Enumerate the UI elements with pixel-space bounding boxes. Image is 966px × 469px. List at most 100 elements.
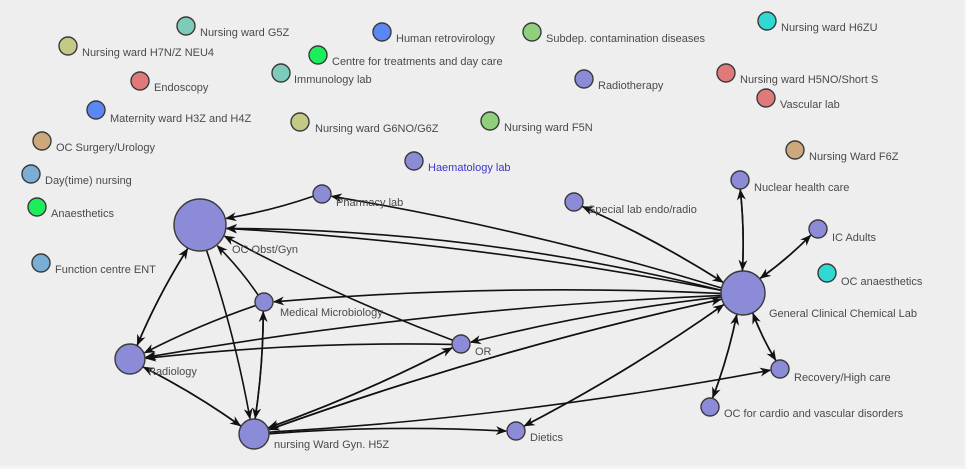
edge-gccl-to-nuclear bbox=[736, 188, 746, 272]
node-label: Nursing Ward F6Z bbox=[809, 151, 899, 163]
node-f6z[interactable]: Nursing Ward F6Z bbox=[785, 140, 899, 163]
node-label: Human retrovirology bbox=[396, 33, 496, 45]
edge-gccl-to-special bbox=[581, 205, 725, 284]
node-label: Radiotherapy bbox=[598, 80, 664, 92]
node-immuno[interactable]: Immunology lab bbox=[271, 63, 372, 86]
edge-obgyn-to-h5z bbox=[205, 249, 253, 420]
edge-h5z-to-micro bbox=[254, 310, 268, 420]
node-label: OC Surgery/Urology bbox=[56, 142, 156, 154]
node-daytime[interactable]: Day(time) nursing bbox=[21, 164, 132, 187]
node-mat[interactable]: Maternity ward H3Z and H4Z bbox=[86, 100, 251, 125]
node-circle[interactable] bbox=[522, 22, 542, 42]
node-circle[interactable] bbox=[21, 164, 41, 184]
node-circle[interactable] bbox=[290, 112, 310, 132]
node-radiother[interactable]: Radiotherapy bbox=[574, 69, 664, 92]
node-micro[interactable]: Medical Microbiology bbox=[254, 292, 383, 319]
node-recovery[interactable]: Recovery/High care bbox=[770, 359, 891, 384]
node-circle[interactable] bbox=[770, 359, 790, 379]
node-circle[interactable] bbox=[700, 397, 720, 417]
node-label: Nursing ward G5Z bbox=[200, 27, 290, 39]
node-circle[interactable] bbox=[27, 197, 47, 217]
node-circle[interactable] bbox=[176, 16, 196, 36]
node-circle[interactable] bbox=[114, 343, 146, 375]
node-nuclear[interactable]: Nuclear health care bbox=[730, 170, 849, 194]
edge-gccl-to-obgyn bbox=[225, 224, 722, 292]
node-cardio[interactable]: OC for cardio and vascular disorders bbox=[700, 397, 904, 420]
node-label: OC for cardio and vascular disorders bbox=[724, 408, 904, 420]
edge-gccl-to-radio bbox=[144, 294, 722, 360]
node-label: Nursing ward H5NO/Short S bbox=[740, 74, 878, 86]
node-pharm[interactable]: Pharmacy lab bbox=[312, 184, 403, 209]
node-circle[interactable] bbox=[506, 421, 526, 441]
node-circle[interactable] bbox=[372, 22, 392, 42]
node-circle[interactable] bbox=[308, 45, 328, 65]
node-label: nursing Ward Gyn. H5Z bbox=[274, 439, 389, 451]
node-obgyn[interactable]: OC Obst/Gyn bbox=[173, 198, 298, 256]
node-g6no[interactable]: Nursing ward G6NO/G6Z bbox=[290, 112, 439, 135]
node-circle[interactable] bbox=[757, 11, 777, 31]
node-or[interactable]: OR bbox=[451, 334, 492, 358]
node-circle[interactable] bbox=[32, 131, 52, 151]
node-circle[interactable] bbox=[31, 253, 51, 273]
node-humret[interactable]: Human retrovirology bbox=[372, 22, 496, 45]
node-ent[interactable]: Function centre ENT bbox=[31, 253, 156, 276]
node-circle[interactable] bbox=[564, 192, 584, 212]
node-circle[interactable] bbox=[730, 170, 750, 190]
node-h5z[interactable]: nursing Ward Gyn. H5Z bbox=[238, 418, 389, 451]
node-label: OC Obst/Gyn bbox=[232, 244, 298, 256]
node-circle[interactable] bbox=[574, 69, 594, 89]
node-label: Endoscopy bbox=[154, 82, 209, 94]
node-circle[interactable] bbox=[451, 334, 471, 354]
node-h6zu[interactable]: Nursing ward H6ZU bbox=[757, 11, 878, 34]
node-anaes[interactable]: Anaesthetics bbox=[27, 197, 114, 220]
node-circle[interactable] bbox=[817, 263, 837, 283]
edge-pharm-to-obgyn bbox=[225, 195, 314, 222]
node-circle[interactable] bbox=[312, 184, 332, 204]
edge-micro-to-obgyn bbox=[216, 245, 259, 296]
node-ocsurg[interactable]: OC Surgery/Urology bbox=[32, 131, 156, 154]
node-ocanaes[interactable]: OC anaesthetics bbox=[817, 263, 923, 288]
edge-radio-to-obgyn bbox=[136, 247, 189, 347]
node-vasc[interactable]: Vascular lab bbox=[756, 88, 840, 111]
node-diet[interactable]: Dietics bbox=[506, 421, 564, 444]
node-haem[interactable]: Haematology lab bbox=[404, 151, 511, 174]
node-circle[interactable] bbox=[404, 151, 424, 171]
node-circle[interactable] bbox=[756, 88, 776, 108]
node-label: OR bbox=[475, 346, 492, 358]
node-centre[interactable]: Centre for treatments and day care bbox=[308, 45, 503, 68]
node-gccl[interactable]: General Clinical Chemical Lab bbox=[720, 270, 917, 320]
edge-h5z-to-recovery bbox=[268, 367, 772, 433]
node-circle[interactable] bbox=[271, 63, 291, 83]
node-label: Subdep. contamination diseases bbox=[546, 33, 705, 45]
node-label: Maternity ward H3Z and H4Z bbox=[110, 113, 251, 125]
node-circle[interactable] bbox=[130, 71, 150, 91]
node-f5n[interactable]: Nursing ward F5N bbox=[480, 111, 593, 134]
edge-recovery-to-gccl bbox=[752, 312, 777, 362]
node-label: Medical Microbiology bbox=[280, 307, 383, 319]
edge-or-to-radio bbox=[144, 343, 453, 362]
node-circle[interactable] bbox=[785, 140, 805, 160]
node-circle[interactable] bbox=[720, 270, 766, 316]
edge-or-to-h5z bbox=[267, 346, 454, 429]
node-h5no[interactable]: Nursing ward H5NO/Short S bbox=[716, 63, 878, 86]
node-circle[interactable] bbox=[808, 219, 828, 239]
node-g5z[interactable]: Nursing ward G5Z bbox=[176, 16, 290, 39]
node-radio[interactable]: Radiology bbox=[114, 343, 197, 378]
node-circle[interactable] bbox=[716, 63, 736, 83]
edge-gccl-to-micro bbox=[272, 288, 722, 306]
node-circle[interactable] bbox=[254, 292, 274, 312]
node-h7nz[interactable]: Nursing ward H7N/Z NEU4 bbox=[58, 36, 214, 59]
node-endo[interactable]: Endoscopy bbox=[130, 71, 209, 94]
node-circle[interactable] bbox=[58, 36, 78, 56]
node-circle[interactable] bbox=[238, 418, 270, 450]
node-icadult[interactable]: IC Adults bbox=[808, 219, 877, 244]
node-circle[interactable] bbox=[173, 198, 227, 252]
node-special[interactable]: Special lab endo/radio bbox=[564, 192, 697, 216]
node-circle[interactable] bbox=[480, 111, 500, 131]
edge-diet-to-gccl bbox=[523, 304, 725, 428]
node-subdep[interactable]: Subdep. contamination diseases bbox=[522, 22, 705, 45]
node-circle[interactable] bbox=[86, 100, 106, 120]
